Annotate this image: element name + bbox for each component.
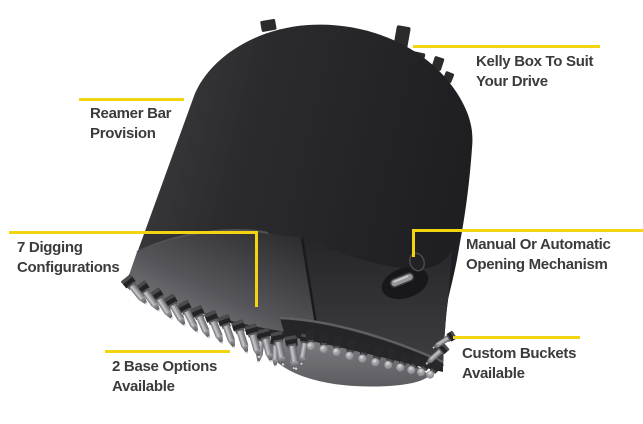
callout-text: Available bbox=[112, 378, 175, 395]
callout-text: Reamer Bar bbox=[90, 105, 172, 122]
callout-text: Custom Buckets bbox=[462, 345, 577, 362]
leader-line bbox=[453, 336, 580, 339]
leader-line bbox=[105, 350, 230, 353]
callout-text: 7 Digging bbox=[17, 239, 83, 256]
leader-line bbox=[413, 45, 600, 48]
callout-label: Reamer Bar Provision bbox=[90, 104, 172, 144]
callout-text: Manual Or Automatic bbox=[466, 236, 611, 253]
leader-line bbox=[412, 229, 643, 232]
leader-line bbox=[9, 231, 258, 234]
callout-text: Opening Mechanism bbox=[466, 256, 608, 273]
callout-text: Your Drive bbox=[476, 73, 548, 90]
callout-label: Kelly Box To Suit Your Drive bbox=[476, 52, 593, 92]
callout-label: Manual Or Automatic Opening Mechanism bbox=[466, 235, 611, 275]
callout-text: Kelly Box To Suit bbox=[476, 53, 594, 70]
leader-line bbox=[79, 98, 184, 101]
callout-text: Available bbox=[462, 365, 525, 382]
handle-highlight bbox=[393, 275, 409, 283]
opening-mechanism bbox=[381, 252, 429, 300]
lifting-lug bbox=[260, 18, 277, 32]
callout-label: 7 Digging Configurations bbox=[17, 238, 120, 278]
callout-label: Custom Buckets Available bbox=[462, 344, 576, 384]
bucket-base-face-left bbox=[127, 230, 318, 336]
door-crease bbox=[300, 237, 320, 337]
band-edge-highlight bbox=[279, 316, 444, 364]
base-plate bbox=[268, 337, 429, 387]
callout-text: 2 Base Options bbox=[112, 358, 217, 375]
leader-line bbox=[412, 229, 415, 257]
tooth bbox=[318, 332, 329, 354]
callout-text: Configurations bbox=[17, 259, 120, 276]
callout-label: 2 Base Options Available bbox=[112, 357, 217, 397]
callout-text: Provision bbox=[90, 125, 156, 142]
leader-line bbox=[255, 231, 258, 307]
